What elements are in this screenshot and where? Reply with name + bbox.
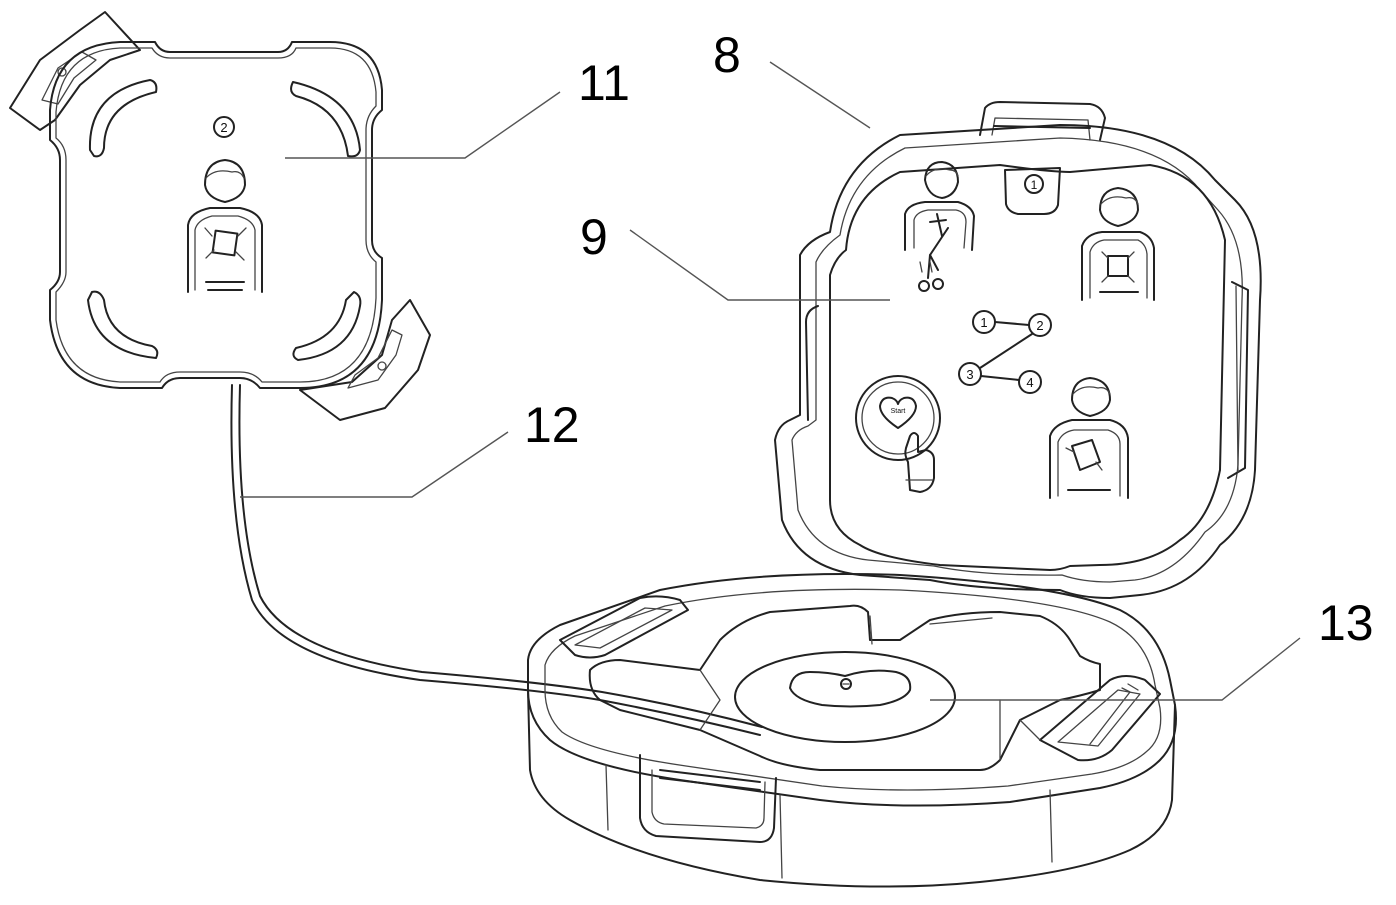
pad-person-icon [188, 160, 262, 292]
lid-insert [830, 165, 1225, 570]
pad-cable [231, 385, 760, 735]
leader-12 [240, 432, 508, 497]
pad-slot-top-left [90, 80, 156, 156]
pad-slot-top-right [291, 82, 360, 156]
label-12: 12 [524, 400, 580, 450]
heart-button-icon [790, 671, 910, 707]
start-label: Start [891, 408, 906, 415]
step-sequence: 1 2 3 4 [959, 311, 1051, 393]
label-8: 8 [713, 30, 741, 80]
pad-step-number: 2 [220, 120, 227, 135]
leader-13 [930, 638, 1300, 700]
pad-body [50, 42, 382, 388]
person-scissors-icon [905, 162, 974, 291]
leader-9 [630, 230, 890, 300]
inner-tray [590, 606, 1100, 770]
person-pad-bottom-icon [1050, 378, 1128, 498]
front-latch [640, 755, 776, 842]
case-lid: 1 [775, 102, 1261, 598]
center-disc [735, 652, 955, 742]
leader-8 [770, 62, 870, 128]
pad-slot-bottom-left [88, 292, 157, 358]
lid-handle [980, 102, 1105, 140]
step-number-1: 1 [980, 315, 987, 330]
lid-outline [775, 125, 1261, 598]
step-number-2: 2 [1036, 318, 1043, 333]
label-9: 9 [580, 212, 608, 262]
leader-11 [285, 92, 560, 158]
label-13: 13 [1318, 598, 1374, 648]
step-number-3: 3 [966, 367, 973, 382]
step-number-4: 4 [1026, 375, 1033, 390]
case-base [528, 574, 1176, 887]
person-pad-top-icon [1082, 188, 1154, 300]
start-button-graphic: Start [856, 376, 940, 492]
lid-step-number: 1 [1031, 178, 1038, 192]
pad-connector-tab-top [10, 12, 140, 130]
hand-icon [905, 433, 934, 492]
pad-slot-bottom-right [293, 292, 360, 360]
electrode-pad-assembly: 2 [10, 12, 762, 735]
label-11: 11 [578, 58, 630, 108]
